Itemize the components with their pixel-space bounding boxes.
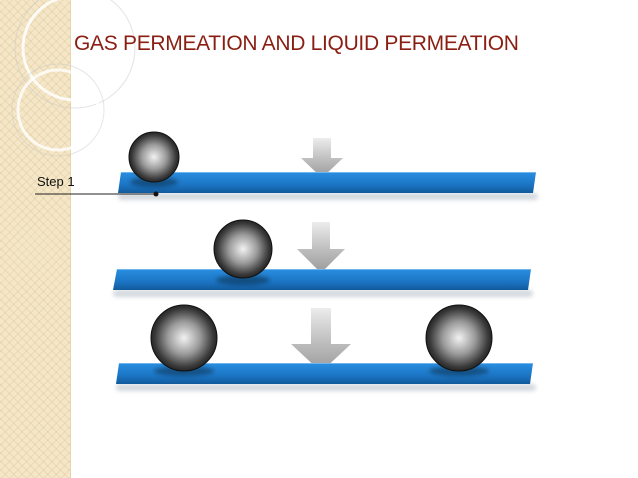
sphere-molecule [213,219,273,285]
arrow-down-icon [297,222,345,273]
stage-1 [35,131,538,200]
membrane-bar [118,172,538,200]
arrow-down-icon [301,138,343,178]
stage-3 [116,304,536,391]
arrow-down-icon [291,308,351,372]
membrane-bar [113,269,533,297]
slide-title: GAS PERMEATION AND LIQUID PERMEATION [74,32,519,55]
sphere-molecule [150,304,218,376]
sphere-molecule [128,131,180,187]
step-callout-line [35,191,159,197]
step-label: Step 1 [37,174,75,189]
stage-2 [113,219,533,297]
sphere-molecule [425,304,493,376]
